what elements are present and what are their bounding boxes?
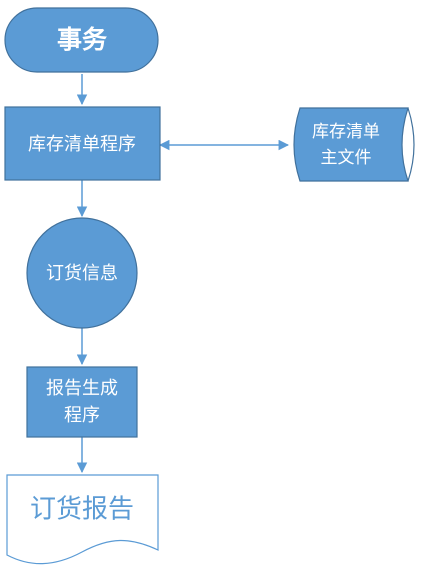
- report-program-label-line1: 报告生成: [46, 378, 118, 399]
- inventory-program-label: 库存清单程序: [28, 134, 136, 155]
- start-node: 事务: [4, 7, 159, 73]
- master-file-label-line2: 主文件: [321, 148, 372, 168]
- report-program-label-line2: 程序: [64, 405, 100, 426]
- master-file-node: 库存清单 主文件: [293, 107, 415, 182]
- report-program-node: 报告生成 程序: [26, 366, 138, 438]
- inventory-program-node: 库存清单程序: [4, 106, 161, 181]
- order-report-label: 订货报告: [30, 495, 134, 525]
- order-info-label: 订货信息: [46, 263, 118, 284]
- start-node-label: 事务: [57, 25, 107, 54]
- master-file-label-line1: 库存清单: [312, 122, 380, 142]
- order-info-node: 订货信息: [26, 217, 138, 329]
- order-report-node: 订货报告: [6, 474, 159, 565]
